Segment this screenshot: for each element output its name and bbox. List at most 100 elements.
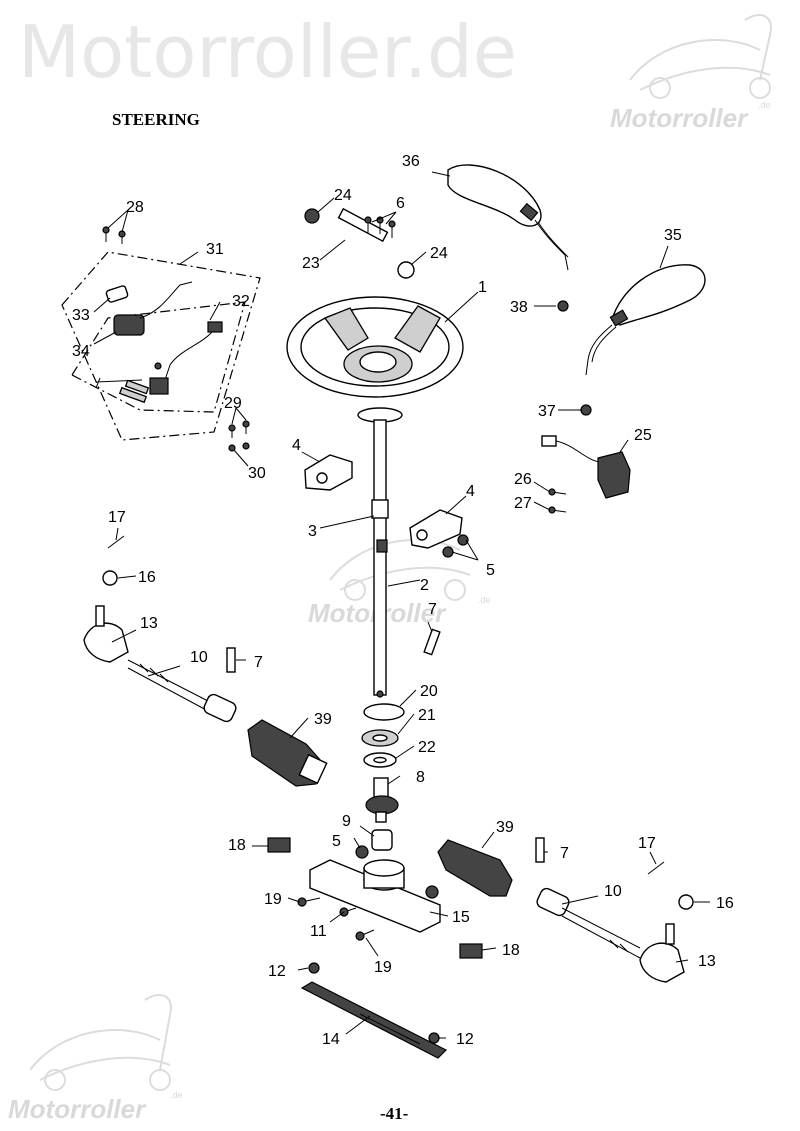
page-heading: STEERING: [112, 110, 200, 129]
watermark-logo-top-right: Motorroller .de: [610, 14, 772, 133]
steering-wheel: [286, 296, 464, 398]
watermark-logo-suffix: .de: [478, 595, 491, 605]
mirror-36: [447, 164, 569, 312]
column-bracket-right: [409, 509, 469, 558]
callout-39-left: 39: [314, 711, 332, 728]
nut-16-left: [102, 570, 118, 586]
bearing-21: [361, 729, 399, 747]
callout-15: 15: [452, 909, 470, 926]
callout-8: 8: [416, 769, 425, 786]
callout-1: 1: [478, 279, 487, 296]
callout-13-right: 13: [698, 953, 716, 970]
callout-4-right: 4: [466, 483, 475, 500]
pin-7-left: [226, 647, 236, 673]
callout-2: 2: [420, 577, 429, 594]
callout-16-right: 16: [716, 895, 734, 912]
callout-9: 9: [342, 813, 351, 830]
callout-19-right: 19: [374, 959, 392, 976]
nut-5: [355, 845, 369, 859]
callout-19-left: 19: [264, 891, 282, 908]
callout-26: 26: [514, 471, 532, 488]
callout-20: 20: [420, 683, 438, 700]
nut-16-right: [678, 894, 694, 910]
callout-7-right: 7: [560, 845, 569, 862]
callout-31: 31: [206, 241, 224, 258]
callout-22: 22: [418, 739, 436, 756]
pin-7-right: [535, 837, 545, 863]
watermark-logo-bottom-left: Motorroller .de: [8, 994, 183, 1124]
leader-lines: [93, 171, 710, 1039]
callout-12-bottom: 12: [456, 1031, 474, 1048]
switch-25: [541, 435, 631, 514]
callout-13-left: 13: [140, 615, 158, 632]
page-number: -41-: [380, 1104, 409, 1123]
callout-27: 27: [514, 495, 532, 512]
watermark-logo-suffix: .de: [170, 1090, 183, 1100]
callout-10-left: 10: [190, 649, 208, 666]
callout-17-left: 17: [108, 509, 126, 526]
callout-28: 28: [126, 199, 144, 216]
callout-35: 35: [664, 227, 682, 244]
callout-30: 30: [248, 465, 266, 482]
pin-17-left: [107, 535, 125, 549]
callout-labels: 1 2 3 4 4 5 5 6 7 7 7 8 9 10 10 11 12 12…: [72, 153, 734, 1048]
callout-37: 37: [538, 403, 556, 420]
mirror-35: [580, 264, 706, 416]
tie-rod-right: [437, 839, 685, 983]
callout-32: 32: [232, 293, 250, 310]
callout-23: 23: [302, 255, 320, 272]
tie-rod-left: [83, 605, 328, 787]
clip-18-left: [267, 837, 291, 853]
callout-16-left: 16: [138, 569, 156, 586]
watermark-logo-text: Motorroller: [610, 103, 749, 133]
callout-34: 34: [72, 343, 90, 360]
callout-5-lower: 5: [332, 833, 341, 850]
bolt-19-left: [297, 897, 321, 907]
pin-17-right: [647, 861, 665, 875]
kit-parts-31-34: [95, 281, 223, 404]
callout-5-upper: 5: [486, 562, 495, 579]
callout-7-left: 7: [254, 654, 263, 671]
callout-18-right: 18: [502, 942, 520, 959]
screws-28: [102, 226, 126, 244]
callout-24-upper: 24: [334, 187, 352, 204]
watermark-logo-text: Motorroller: [8, 1094, 147, 1124]
callout-17-right: 17: [638, 835, 656, 852]
watermark-logo-suffix: .de: [758, 100, 771, 110]
callout-25: 25: [634, 427, 652, 444]
callout-18-left: 18: [228, 837, 246, 854]
kit-outline-31: [61, 251, 261, 441]
screws-29-30: [228, 420, 250, 452]
callout-6: 6: [396, 195, 405, 212]
pin-7-center: [423, 628, 441, 656]
callout-4-left: 4: [292, 437, 301, 454]
clip-18-right: [459, 943, 483, 959]
steering-box-15: [309, 859, 441, 933]
callout-24-lower: 24: [430, 245, 448, 262]
bush-9: [371, 829, 393, 851]
callout-7-center: 7: [428, 601, 437, 618]
nut-12-top: [308, 962, 320, 974]
callout-39-right: 39: [496, 819, 514, 836]
washer-22: [363, 752, 397, 768]
callout-38: 38: [510, 299, 528, 316]
circlip-20: [363, 703, 405, 721]
callout-14: 14: [322, 1031, 340, 1048]
callout-3: 3: [308, 523, 317, 540]
callout-10-right: 10: [604, 883, 622, 900]
column-bracket-left: [304, 454, 353, 491]
pinion-8: [365, 777, 399, 823]
callout-11: 11: [310, 923, 327, 940]
bolt-11: [339, 907, 357, 917]
callout-29: 29: [224, 395, 242, 412]
steering-column: [357, 407, 403, 698]
callout-21: 21: [418, 707, 436, 724]
bolt-19-right: [355, 929, 375, 941]
bolt-23: [304, 207, 415, 279]
callout-12-top: 12: [268, 963, 286, 980]
watermark-motorroller-de: Motorroller.de: [18, 10, 518, 94]
rack-14: [300, 981, 448, 1059]
callout-36: 36: [402, 153, 420, 170]
